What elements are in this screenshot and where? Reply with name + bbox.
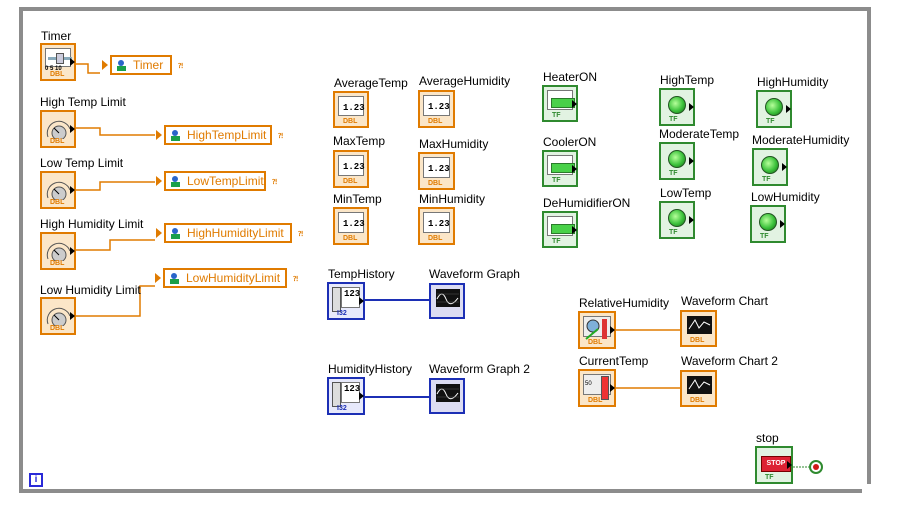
low-humidity-limit-local-variable[interactable]: LowHumidityLimit ⁈	[155, 268, 298, 288]
waveform-chart-label: Waveform Chart	[681, 294, 768, 308]
waveform-chart-2-label: Waveform Chart 2	[681, 354, 778, 368]
low-humidity-label: LowHumidity	[751, 190, 820, 204]
led-icon	[761, 156, 779, 174]
local-variable-icon	[171, 176, 180, 187]
moderate-humidity-led[interactable]: TF	[752, 148, 788, 186]
iteration-terminal[interactable]: i	[29, 473, 43, 487]
waveform-graph-label: Waveform Graph	[429, 267, 520, 281]
while-loop-gap	[862, 484, 876, 498]
knob-icon	[46, 181, 71, 202]
dehumidifier-on-label: DeHumidifierON	[543, 196, 631, 210]
graph-icon	[436, 289, 460, 307]
while-loop-border	[19, 7, 871, 493]
max-humidity-label: MaxHumidity	[419, 137, 489, 151]
cooler-on-label: CoolerON	[543, 135, 597, 149]
thermometer-icon	[601, 376, 609, 400]
temp-history-array[interactable]: 123 I32	[327, 282, 365, 320]
high-temp-limit-label: High Temp Limit	[40, 95, 126, 109]
high-humidity-led[interactable]: TF	[756, 90, 792, 128]
low-humidity-led[interactable]: TF	[750, 205, 786, 243]
moderate-temp-label: ModerateTemp	[659, 127, 740, 141]
humidity-history-label: HumidityHistory	[328, 362, 413, 376]
high-temp-limit-knob[interactable]: DBL	[40, 110, 76, 148]
waveform-chart[interactable]: DBL	[680, 310, 717, 347]
chart-icon	[687, 316, 712, 334]
moderate-temp-led[interactable]: TF	[659, 142, 695, 180]
high-temp-led[interactable]: TF	[659, 88, 695, 126]
low-temp-limit-label: Low Temp Limit	[40, 156, 124, 170]
waveform-graph[interactable]	[429, 283, 465, 319]
low-temp-led[interactable]: TF	[659, 201, 695, 239]
led-icon	[668, 150, 686, 168]
led-icon	[668, 209, 686, 227]
high-humidity-limit-local-variable[interactable]: HighHumidityLimit ⁈	[156, 223, 303, 243]
wire-high-temp-limit	[76, 127, 155, 136]
chart-icon	[687, 376, 712, 394]
waveform-graph-2[interactable]	[429, 378, 465, 414]
average-humidity-label: AverageHumidity	[419, 74, 511, 88]
local-variable-icon	[171, 130, 180, 141]
knob-icon	[46, 307, 71, 328]
max-temp-indicator[interactable]: 1.23 DBL	[333, 150, 369, 188]
led-icon	[765, 98, 783, 116]
min-humidity-label: MinHumidity	[419, 192, 486, 206]
low-temp-limit-knob[interactable]: DBL	[40, 171, 76, 209]
waveform-graph-2-label: Waveform Graph 2	[429, 362, 530, 376]
temp-history-label: TempHistory	[328, 267, 395, 281]
timer-label: Timer	[41, 29, 72, 43]
low-temp-limit-local-variable[interactable]: LowTempLimit ⁈	[156, 171, 277, 191]
low-humidity-limit-knob[interactable]: DBL	[40, 297, 76, 335]
heater-on-indicator[interactable]: TF	[542, 85, 578, 122]
wire-high-humidity-limit	[76, 239, 155, 251]
average-temp-label: AverageTemp	[334, 76, 408, 90]
led-icon	[668, 96, 686, 114]
min-temp-indicator[interactable]: 1.23 DBL	[333, 207, 369, 245]
high-humidity-limit-label: High Humidity Limit	[40, 217, 144, 231]
local-variable-icon	[171, 228, 180, 239]
high-humidity-limit-knob[interactable]: DBL	[40, 232, 76, 270]
graph-icon	[436, 384, 460, 402]
wire-low-humidity-limit	[76, 285, 155, 317]
relative-humidity-indicator[interactable]: DBL	[578, 311, 616, 349]
timer-scale: 0 5 10	[45, 66, 62, 72]
timer-control[interactable]: 0 5 10 DBL	[40, 43, 76, 81]
stop-label: stop	[756, 431, 779, 445]
max-humidity-indicator[interactable]: 1.23 DBL	[418, 152, 455, 190]
cooler-on-indicator[interactable]: TF	[542, 150, 578, 187]
local-variable-icon	[170, 273, 179, 284]
humidity-history-array[interactable]: 123 I32	[327, 377, 365, 415]
timer-local-variable[interactable]: Timer ⁈	[102, 55, 183, 75]
humidity-gauge-icon	[585, 319, 607, 340]
low-temp-label: LowTemp	[660, 186, 712, 200]
low-humidity-limit-label: Low Humidity Limit	[40, 283, 141, 297]
dehumidifier-on-indicator[interactable]: TF	[542, 211, 578, 248]
knob-icon	[46, 120, 71, 141]
knob-icon	[46, 242, 71, 263]
high-temp-label: HighTemp	[660, 73, 715, 87]
moderate-humidity-label: ModerateHumidity	[752, 133, 850, 147]
wire-timer	[76, 63, 100, 74]
waveform-chart-2[interactable]: DBL	[680, 370, 717, 407]
min-humidity-indicator[interactable]: 1.23 DBL	[418, 207, 455, 245]
stop-button[interactable]: STOP TF	[755, 446, 793, 484]
current-temp-indicator[interactable]: 50 DBL	[578, 369, 616, 407]
high-temp-limit-local-variable[interactable]: HighTempLimit ⁈	[156, 125, 283, 145]
local-variable-icon	[117, 60, 126, 71]
led-icon	[759, 213, 777, 231]
max-temp-label: MaxTemp	[333, 134, 386, 148]
current-temp-label: CurrentTemp	[579, 354, 649, 368]
relative-humidity-label: RelativeHumidity	[579, 296, 670, 310]
high-humidity-label: HighHumidity	[757, 75, 829, 89]
timer-type: DBL	[50, 71, 65, 78]
average-temp-indicator[interactable]: 1.23 DBL	[333, 91, 369, 128]
wire-low-temp-limit	[76, 181, 155, 191]
heater-on-label: HeaterON	[543, 70, 598, 84]
average-humidity-indicator[interactable]: 1.23 DBL	[418, 90, 455, 128]
min-temp-label: MinTemp	[333, 192, 382, 206]
loop-condition-terminal[interactable]	[809, 460, 823, 474]
